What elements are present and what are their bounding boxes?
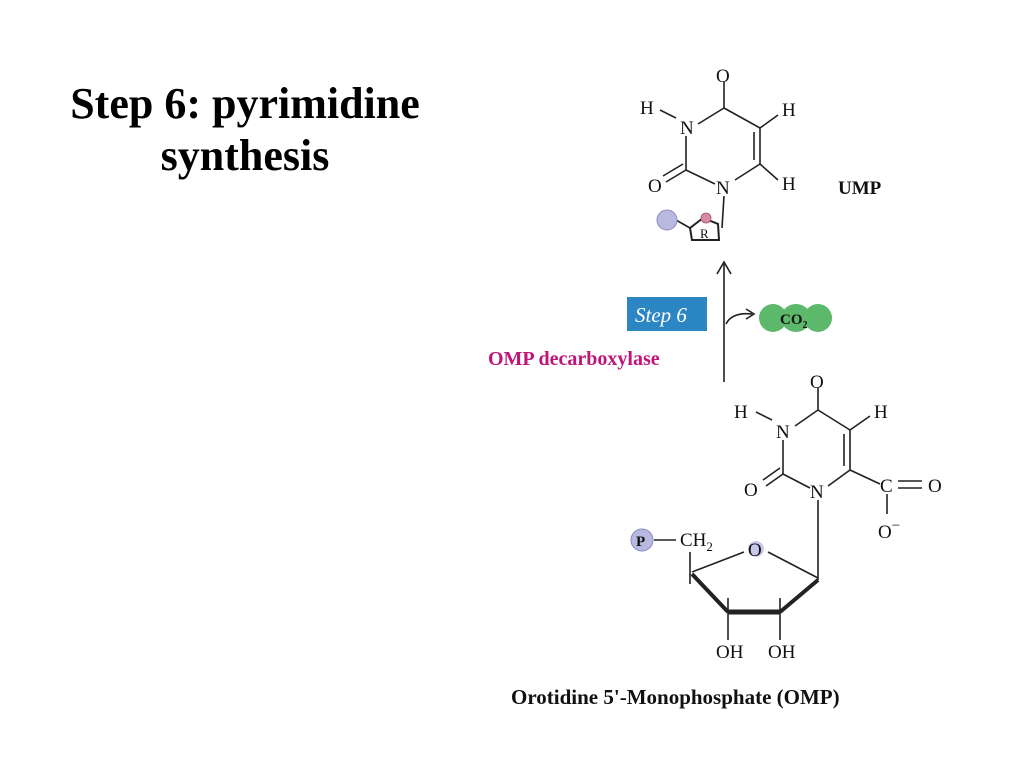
ump-bond-c6-n1: [734, 163, 761, 181]
reaction-arrow: [716, 260, 756, 382]
omp-ring-oxygen: O: [748, 540, 762, 561]
omp-bond-n3-h: [755, 411, 773, 421]
omp-bond-c6-n1: [827, 469, 851, 487]
omp-hydroxyl-2: OH: [768, 642, 796, 663]
ump-bond-c6-h: [759, 163, 779, 181]
ump-ribose-dot: [700, 212, 712, 224]
slide-title-line-1: Step 6: pyrimidine: [70, 79, 420, 128]
ump-n1: N: [716, 178, 730, 199]
omp-bond-c2-n1: [782, 473, 811, 489]
ump-bond-c2-n1: [685, 169, 716, 185]
omp-n1: N: [810, 482, 824, 503]
omp-bond-c2-c1: [778, 578, 820, 614]
ump-bond-c4-n3: [697, 107, 725, 125]
omp-bond-c4-c5: [817, 409, 851, 431]
ump-h6: H: [782, 174, 796, 195]
omp-h5: H: [874, 402, 888, 423]
omp-o2: O: [744, 480, 758, 501]
ump-bond-c2-o: [665, 169, 687, 183]
ump-o4: O: [716, 66, 730, 87]
omp-hydroxyl-3: OH: [716, 642, 744, 663]
omp-bond-c4-c3: [690, 572, 730, 614]
omp-bond-c2-o-double: [762, 467, 781, 481]
ump-o2: O: [648, 176, 662, 197]
omp-h3: H: [734, 402, 748, 423]
ump-bond-n1-ribose: [721, 195, 725, 229]
co2-label: CO2: [780, 312, 808, 331]
omp-ring-oxygen-dot: [748, 541, 764, 557]
step-badge-label: Step 6: [635, 303, 687, 327]
omp-carboxylate: O−: [878, 518, 900, 543]
ump-bond-c4-c5: [723, 107, 761, 129]
omp-phosphate-ball: [630, 528, 654, 552]
omp-bond-c4-n3: [794, 409, 819, 427]
omp-name-label: Orotidine 5'-Monophosphate (OMP): [511, 685, 840, 709]
ump-h3: H: [640, 98, 654, 119]
ump-n3: N: [680, 118, 694, 139]
ump-ribose-ring: [688, 216, 721, 241]
omp-ch2: CH2: [680, 530, 713, 554]
co2-molecule: [759, 304, 832, 332]
omp-structure: [654, 388, 922, 640]
ump-bond-c5-h: [759, 114, 779, 129]
omp-carboxyl-o: O: [928, 476, 942, 497]
co2-release-arrow: [725, 312, 753, 325]
slide-title-line-2: synthesis: [160, 131, 330, 180]
omp-n3: N: [776, 422, 790, 443]
ump-bond-c2-o-double: [662, 163, 684, 177]
omp-o4: O: [810, 372, 824, 393]
ump-phosphate-ball: [656, 209, 678, 231]
ump-structure: [659, 82, 779, 241]
enzyme-label: OMP decarboxylase: [488, 348, 660, 370]
ump-bond-n3-h: [659, 109, 677, 119]
omp-bond-c2-o: [765, 473, 784, 487]
omp-bond-c6-carboxyl: [849, 469, 881, 485]
ump-label: UMP: [838, 178, 882, 199]
omp-bond-c5-h: [849, 415, 871, 431]
ump-ribose-link: [675, 219, 691, 229]
ump-h5: H: [782, 100, 796, 121]
slide-title: Step 6: pyrimidine synthesis: [40, 78, 450, 182]
omp-bond-o-c1: [767, 551, 819, 579]
step-badge: [627, 297, 707, 331]
omp-bond-c4-o: [691, 551, 745, 573]
omp-phosphate-label: P: [636, 534, 645, 550]
ump-ribose-label: R: [700, 226, 709, 241]
omp-carboxyl-c: C: [880, 476, 893, 497]
